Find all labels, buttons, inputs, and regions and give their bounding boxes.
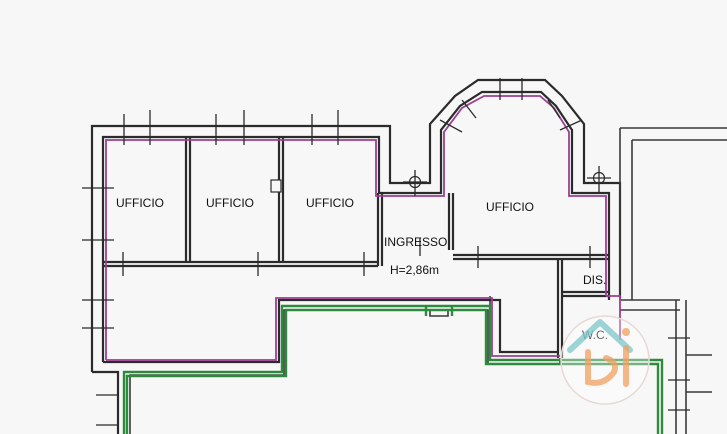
ceiling-height-label: H=2,86m [390, 263, 439, 277]
room-label-ufficio-2: UFFICIO [206, 196, 254, 210]
green-outline [122, 304, 664, 434]
room-label-ingresso: INGRESSO [384, 235, 447, 249]
room-label-ufficio-4: UFFICIO [486, 200, 534, 214]
room-labels: UFFICIO UFFICIO UFFICIO UFFICIO INGRESSO… [116, 196, 608, 342]
wall-ticks [82, 78, 690, 426]
watermark-logo-icon [560, 315, 650, 405]
room-label-ufficio-1: UFFICIO [116, 196, 164, 210]
window-symbol-icon [403, 166, 611, 196]
exterior-walls [90, 78, 727, 372]
purple-outline [105, 95, 621, 361]
room-label-ufficio-3: UFFICIO [306, 196, 354, 210]
room-label-dis: DIS. [583, 273, 606, 287]
interior-walls [103, 137, 712, 434]
